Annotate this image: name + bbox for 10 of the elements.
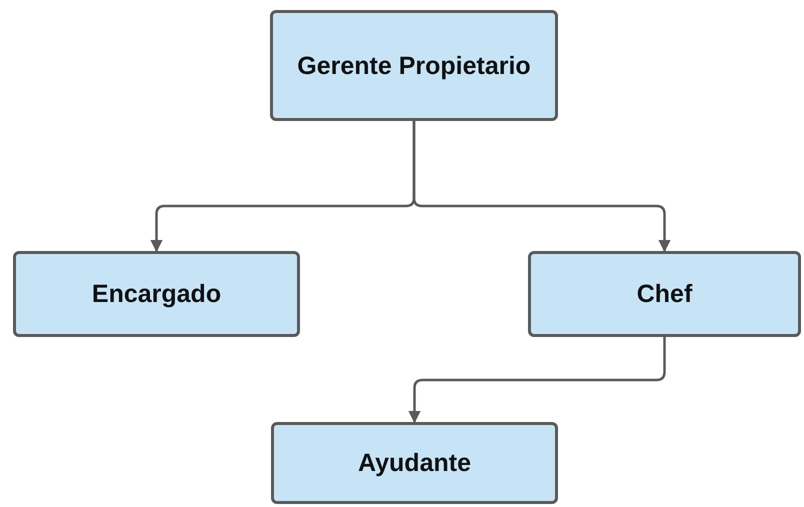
box-label: Ayudante [358, 448, 471, 479]
arrow [408, 337, 666, 424]
box-label: Chef [636, 279, 692, 310]
box-label: Encargado [92, 279, 222, 310]
process-box [528, 251, 801, 337]
box-label: Gerente Propietario [297, 50, 531, 82]
process-box [13, 251, 300, 337]
process-box [271, 422, 558, 504]
process-box [270, 10, 558, 121]
arrow [412, 121, 671, 252]
